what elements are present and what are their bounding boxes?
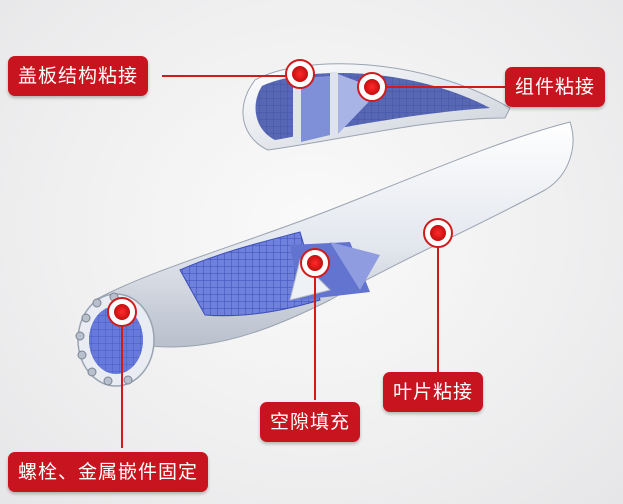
marker-blade bbox=[423, 218, 453, 248]
marker-component bbox=[357, 72, 387, 102]
blade-body bbox=[94, 121, 574, 348]
label-component-bonding: 组件粘接 bbox=[505, 67, 606, 107]
label-cover-plate-bonding: 盖板结构粘接 bbox=[8, 56, 149, 96]
markers bbox=[107, 59, 453, 327]
label-bolt-metal-insert-fixing: 螺栓、金属嵌件固定 bbox=[8, 452, 209, 492]
marker-bolt-insert bbox=[107, 297, 137, 327]
label-blade-bonding: 叶片粘接 bbox=[383, 372, 484, 412]
marker-cover-plate bbox=[285, 59, 315, 89]
label-gap-filling: 空隙填充 bbox=[260, 402, 361, 442]
marker-gap-fill bbox=[300, 248, 330, 278]
leader-lines bbox=[121, 75, 505, 448]
